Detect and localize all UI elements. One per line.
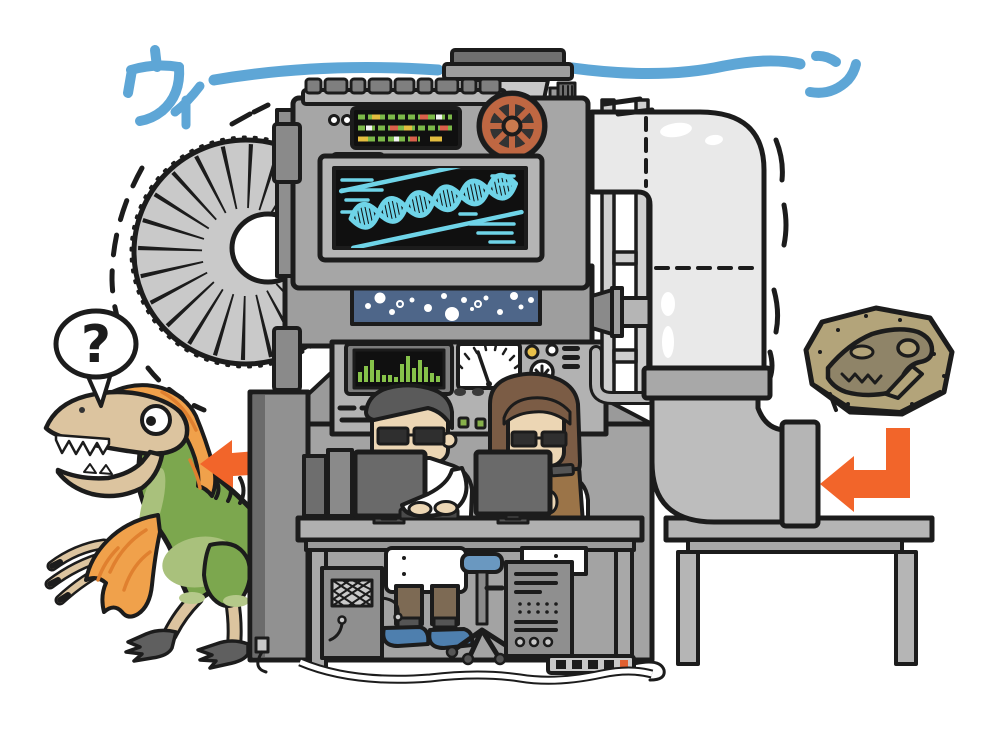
tank-bubbles <box>365 292 534 321</box>
speech-bubble: ? <box>53 308 139 408</box>
dino-head <box>43 389 190 499</box>
sound-line-right <box>566 55 806 80</box>
clipboard-clip <box>549 462 575 478</box>
cloning-machine <box>269 48 655 663</box>
hair <box>364 383 454 430</box>
fossil-speckles <box>818 314 946 406</box>
office-chair <box>445 552 519 666</box>
man-legs <box>381 584 475 650</box>
skull-eye-socket <box>896 338 920 358</box>
desk-leg <box>614 548 634 670</box>
key-row <box>301 77 507 106</box>
dino-nostril <box>79 407 85 413</box>
dino-arm <box>44 513 162 619</box>
skull-jaw-gap <box>884 364 924 400</box>
pipe-highlights <box>660 122 723 358</box>
dino-teeth <box>54 433 111 457</box>
dino-foot <box>124 628 178 663</box>
katakana-wi <box>123 45 205 130</box>
pipe-inlet-flange <box>779 419 821 529</box>
glasses <box>376 426 446 446</box>
table-leg <box>676 550 700 666</box>
pc-tower-right <box>504 560 574 658</box>
table-leg <box>894 550 918 666</box>
floor-cable <box>298 657 654 685</box>
dino-eye <box>140 404 172 436</box>
vibration-marks <box>601 96 789 381</box>
monitor-left <box>352 449 428 525</box>
cloned-dinosaur <box>43 383 257 670</box>
shoe <box>381 625 431 648</box>
glasses <box>510 430 568 448</box>
monitor-right <box>473 449 553 525</box>
cooling-fan <box>476 90 548 162</box>
sound-line-left <box>208 62 444 86</box>
dna-helix-screen <box>317 153 545 263</box>
typing-arm-hands <box>400 466 469 518</box>
dino-wing-feathers <box>84 513 162 619</box>
claw-tips <box>47 559 71 603</box>
pipe-collar <box>641 365 773 401</box>
tower-vents <box>514 602 558 632</box>
duct-connectors <box>272 122 302 392</box>
bangs <box>502 396 572 426</box>
dinosaur-skull-fossil <box>803 305 955 417</box>
question-mark: ? <box>81 315 111 375</box>
pipe-elbow <box>649 395 789 525</box>
under-desk <box>298 546 666 685</box>
conduit-pipe <box>592 348 652 402</box>
dino-foot <box>196 639 250 670</box>
dino-lower-jaw <box>55 449 165 499</box>
side-table <box>663 515 935 666</box>
side-equipment-monitors <box>302 448 354 518</box>
machine-side-panel <box>247 389 311 674</box>
intake-pipe <box>589 96 821 529</box>
sound-effect-text <box>123 45 861 130</box>
dna-helix <box>338 168 524 248</box>
skull-nostril <box>849 344 875 360</box>
pc-tower-left <box>320 566 403 660</box>
katakana-n <box>805 50 861 98</box>
fossil-into-pipe-arrow <box>820 428 910 512</box>
analog-meter <box>456 342 522 390</box>
